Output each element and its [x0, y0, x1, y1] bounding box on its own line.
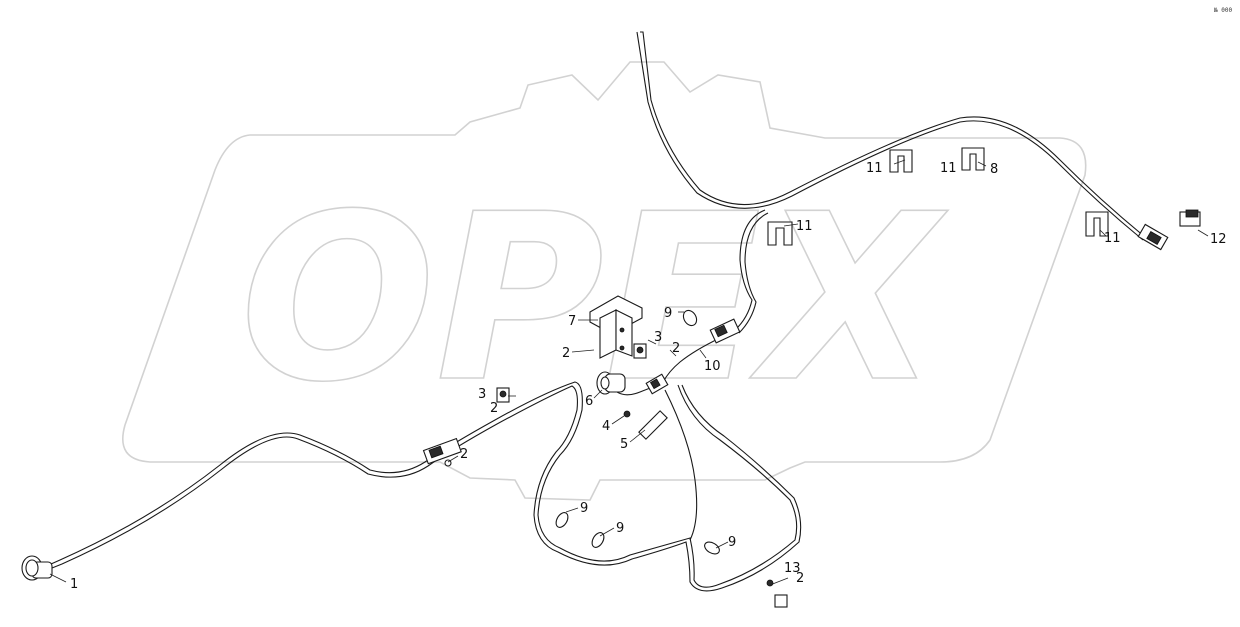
callout-11-d: 11 [1104, 231, 1121, 246]
callout-9-c: 9 [616, 521, 624, 536]
callout-1: 1 [70, 577, 78, 592]
callout-2-c: 2 [562, 346, 570, 361]
callout-9-a: 9 [664, 306, 672, 321]
part-6-socket-center [596, 371, 626, 395]
clip-11-d [1085, 211, 1109, 237]
antenna-cable [640, 31, 1146, 238]
opex-watermark: OPEX [122, 61, 1087, 501]
callout-4: 4 [602, 419, 610, 434]
callout-8: 8 [990, 162, 998, 177]
callout-2-b: 2 [490, 401, 498, 416]
part-2-connector-left [422, 437, 462, 467]
callout-3-b: 3 [654, 330, 662, 345]
callout-11-a: 11 [796, 219, 813, 234]
callout-11-c: 11 [940, 161, 957, 176]
callout-9-b: 9 [580, 501, 588, 516]
tie-9-b [555, 512, 569, 528]
callout-7: 7 [568, 314, 576, 329]
part-1-socket [21, 555, 53, 581]
harness-to-connector [661, 337, 721, 385]
cable-ties-9 [555, 309, 720, 555]
clip-11-c [961, 147, 985, 171]
part-3-clip-left [496, 387, 510, 403]
callout-13: 13 [784, 561, 801, 576]
part-connector-center [645, 373, 669, 395]
callout-2-e: 2 [796, 571, 804, 586]
part-7-bracket [589, 295, 643, 359]
part-12-connector-right [1137, 209, 1201, 251]
part-13-clamp [766, 579, 788, 608]
callout-12: 12 [1210, 232, 1227, 247]
watermark-badge-outline [122, 61, 1087, 501]
leader-lines [49, 159, 1209, 586]
left-harness-inner [41, 384, 802, 592]
clip-11-a [767, 221, 793, 246]
tie-9-d [704, 541, 720, 555]
tie-9-a [682, 309, 698, 327]
callout-3-a: 3 [478, 387, 486, 402]
callout-2-a: 2 [460, 447, 468, 462]
callout-11-b: 11 [866, 161, 883, 176]
main-harness-upper-inner [738, 212, 769, 334]
callout-labels: 1 2 2 2 2 2 3 3 4 5 6 7 8 9 9 9 9 10 11 … [70, 161, 1227, 592]
part-5-fuse [623, 410, 668, 440]
callout-2-d: 2 [672, 341, 680, 356]
tie-9-c [591, 532, 605, 548]
main-harness-upper [734, 209, 766, 331]
watermark-text: OPEX [240, 166, 948, 433]
branch-down [664, 389, 698, 541]
parts [21, 209, 1201, 608]
part-10-connector [709, 318, 741, 344]
callout-6: 6 [585, 394, 593, 409]
corner-code: № 000 [1214, 7, 1232, 14]
callout-10: 10 [704, 359, 721, 374]
part-3-clip-center [633, 343, 647, 359]
antenna-cable-inner [636, 31, 1144, 241]
callout-5: 5 [620, 437, 628, 452]
clips-11 [767, 147, 1109, 246]
left-harness [41, 381, 798, 588]
clip-11-b [889, 149, 913, 173]
callout-9-d: 9 [728, 535, 736, 550]
